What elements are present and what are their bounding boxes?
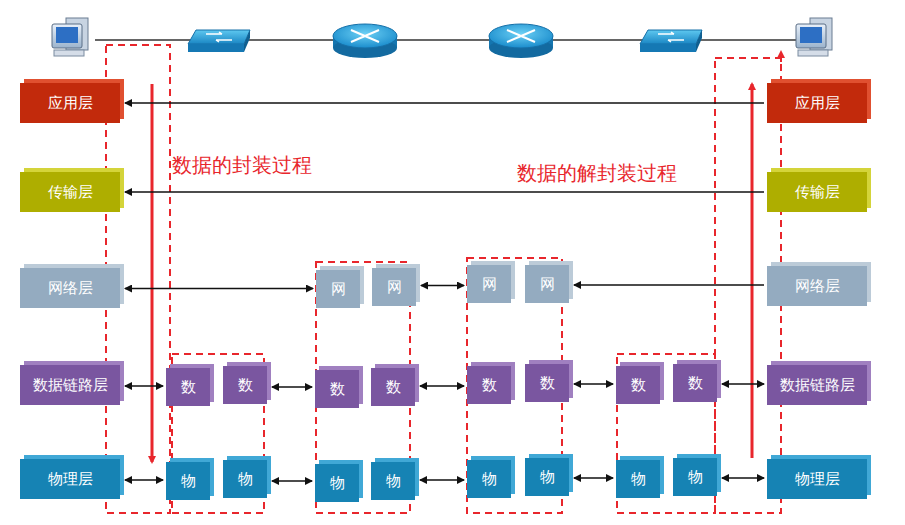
layer-label: 网 <box>331 280 346 299</box>
peer-arrow <box>125 191 764 193</box>
layer-block: 网 <box>316 270 360 308</box>
layer-label: 网 <box>540 275 555 294</box>
layer-block: 数 <box>467 366 511 404</box>
layer-label: 数 <box>330 380 345 399</box>
layer-label: 数 <box>238 376 253 395</box>
pc-icon <box>796 18 832 56</box>
layer-label: 数 <box>631 376 646 395</box>
dashed-route <box>106 45 781 513</box>
layer-box: 传输层 <box>767 172 867 212</box>
layer-block: 数 <box>371 368 415 406</box>
layer-label: 传输层 <box>795 183 840 202</box>
layer-label: 传输层 <box>48 183 93 202</box>
layer-block: 网 <box>467 265 511 303</box>
layer-label: 网络层 <box>48 279 93 298</box>
layer-label: 数据链路层 <box>33 376 108 395</box>
layer-label: 网 <box>387 278 402 297</box>
layer-block: 数 <box>223 366 267 404</box>
layer-label: 数 <box>540 374 555 393</box>
peer-arrow <box>420 479 464 481</box>
layer-label: 物 <box>238 470 253 489</box>
peer-arrow <box>272 480 312 482</box>
decapsulation-arrow <box>751 84 754 458</box>
peer-arrow <box>125 288 313 290</box>
layer-label: 物 <box>482 470 497 489</box>
switch-icon <box>640 30 702 52</box>
layer-label: 数 <box>688 374 703 393</box>
layer-box: 数据链路层 <box>767 365 867 405</box>
layer-label: 应用层 <box>795 94 840 113</box>
layer-block: 数 <box>525 364 569 402</box>
layer-label: 网 <box>482 275 497 294</box>
layer-label: 网络层 <box>795 277 840 296</box>
peer-arrow <box>574 284 764 286</box>
layer-block: 物 <box>616 460 660 498</box>
layer-label: 物理层 <box>795 470 840 489</box>
layer-box: 数据链路层 <box>20 365 120 405</box>
layer-label: 应用层 <box>48 94 93 113</box>
router-icon <box>333 24 397 58</box>
layer-block: 数 <box>616 366 660 404</box>
encapsulation-arrow <box>151 84 154 462</box>
layer-label: 物理层 <box>48 470 93 489</box>
peer-arrow <box>421 285 464 287</box>
layer-label: 数据链路层 <box>780 376 855 395</box>
peer-arrow <box>125 385 163 387</box>
layer-label: 物 <box>540 468 555 487</box>
layer-block: 网 <box>372 268 416 306</box>
layer-box: 物理层 <box>20 459 120 499</box>
layer-box: 应用层 <box>767 83 867 123</box>
layer-block: 数 <box>166 368 210 406</box>
process-label: 数据的封装过程 <box>172 152 312 179</box>
layer-block: 物 <box>223 460 267 498</box>
layer-label: 物 <box>631 470 646 489</box>
layer-box: 网络层 <box>767 266 867 306</box>
layer-label: 物 <box>181 472 196 491</box>
peer-arrow <box>272 386 312 388</box>
layer-box: 应用层 <box>20 83 120 123</box>
layer-label: 物 <box>386 472 401 491</box>
layer-block: 物 <box>673 458 717 496</box>
layer-block: 物 <box>467 460 511 498</box>
layer-block: 数 <box>673 364 717 402</box>
layer-block: 数 <box>315 370 359 408</box>
layer-label: 物 <box>330 474 345 493</box>
layer-block: 物 <box>371 462 415 500</box>
layer-block: 物 <box>315 464 359 502</box>
layer-label: 物 <box>688 468 703 487</box>
layer-block: 物 <box>525 458 569 496</box>
layer-label: 数 <box>386 378 401 397</box>
process-label: 数据的解封装过程 <box>517 160 677 187</box>
peer-arrow <box>722 383 764 385</box>
switch-icon <box>188 30 250 52</box>
pc-icon <box>52 18 88 56</box>
layer-box: 传输层 <box>20 172 120 212</box>
layer-block: 物 <box>166 462 210 500</box>
peer-arrow <box>125 102 764 104</box>
layer-box: 网络层 <box>20 268 120 308</box>
decapsulation-arrow-tip <box>780 52 782 62</box>
layer-block: 网 <box>525 265 569 303</box>
layer-box: 物理层 <box>767 459 867 499</box>
peer-arrow <box>574 383 613 385</box>
peer-arrow <box>420 385 464 387</box>
peer-arrow <box>574 477 613 479</box>
peer-arrow <box>125 479 163 481</box>
layer-label: 数 <box>181 378 196 397</box>
layer-label: 数 <box>482 376 497 395</box>
router-icon <box>489 24 553 58</box>
peer-arrow <box>722 477 764 479</box>
